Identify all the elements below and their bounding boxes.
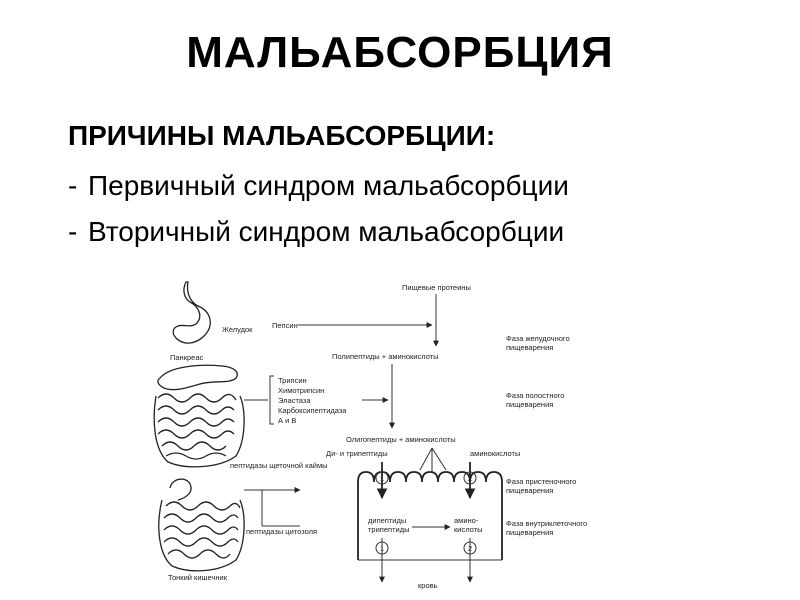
phase-cavity-1: Фаза полостного xyxy=(506,391,564,400)
marker-1-top: 1 xyxy=(380,474,384,483)
di-tripeptides-label: Ди- и трипептиды xyxy=(326,449,388,458)
blood-label: кровь xyxy=(418,581,438,590)
marker-2-bottom: 2 xyxy=(468,544,472,553)
oligopeptides-label: Олигопептиды + аминокислоты xyxy=(346,435,456,444)
small-intestine-label: Тонкий кишечник xyxy=(168,573,228,582)
pancreas-drawing xyxy=(158,365,237,389)
phase-cavity-2: пищеварения xyxy=(506,400,553,409)
pepsin-label: Пепсин xyxy=(272,321,298,330)
phase-gastric-1: Фаза желудочного xyxy=(506,334,570,343)
amino-acids-label: аминокислоты xyxy=(470,449,520,458)
enzyme-a-b: А и В xyxy=(278,416,296,425)
dipeptides-label: дипептиды xyxy=(368,516,406,525)
brush-border-label: пептидазы щеточной каймы xyxy=(230,461,328,470)
food-proteins-label: Пищевые протеины xyxy=(402,283,471,292)
stomach-drawing xyxy=(173,282,210,343)
enzyme-elastase: Эластаза xyxy=(278,396,311,405)
phase-intracellular-2: пищеварения xyxy=(506,528,553,537)
tripeptides-label: трипептиды xyxy=(368,525,409,534)
cell-amino-label-1: амино- xyxy=(454,516,479,525)
enzyme-chymotrypsin: Химотрипсин xyxy=(278,386,324,395)
intestine-drawing-lower xyxy=(164,479,240,558)
polypeptides-label: Полипептиды + аминокислоты xyxy=(332,352,439,361)
intestine-drawing-upper xyxy=(158,394,236,459)
enzyme-trypsin: Трипсин xyxy=(278,376,307,385)
enzyme-carboxypeptidase: Карбоксипептидаза xyxy=(278,406,347,415)
phase-parietal-1: Фаза пристеночного xyxy=(506,477,576,486)
cell-amino-label-2: кислоты xyxy=(454,525,483,534)
pancreas-label: Панкреас xyxy=(170,353,203,362)
cytosol-label: пептидазы цитозоля xyxy=(246,527,317,536)
marker-1-bottom: 1 xyxy=(380,544,384,553)
phase-parietal-2: пищеварения xyxy=(506,486,553,495)
phase-intracellular-1: Фаза внутриклеточного xyxy=(506,519,587,528)
stomach-label: Желудок xyxy=(222,325,253,334)
marker-2-top: 2 xyxy=(468,474,472,483)
phase-gastric-2: пищеварения xyxy=(506,343,553,352)
